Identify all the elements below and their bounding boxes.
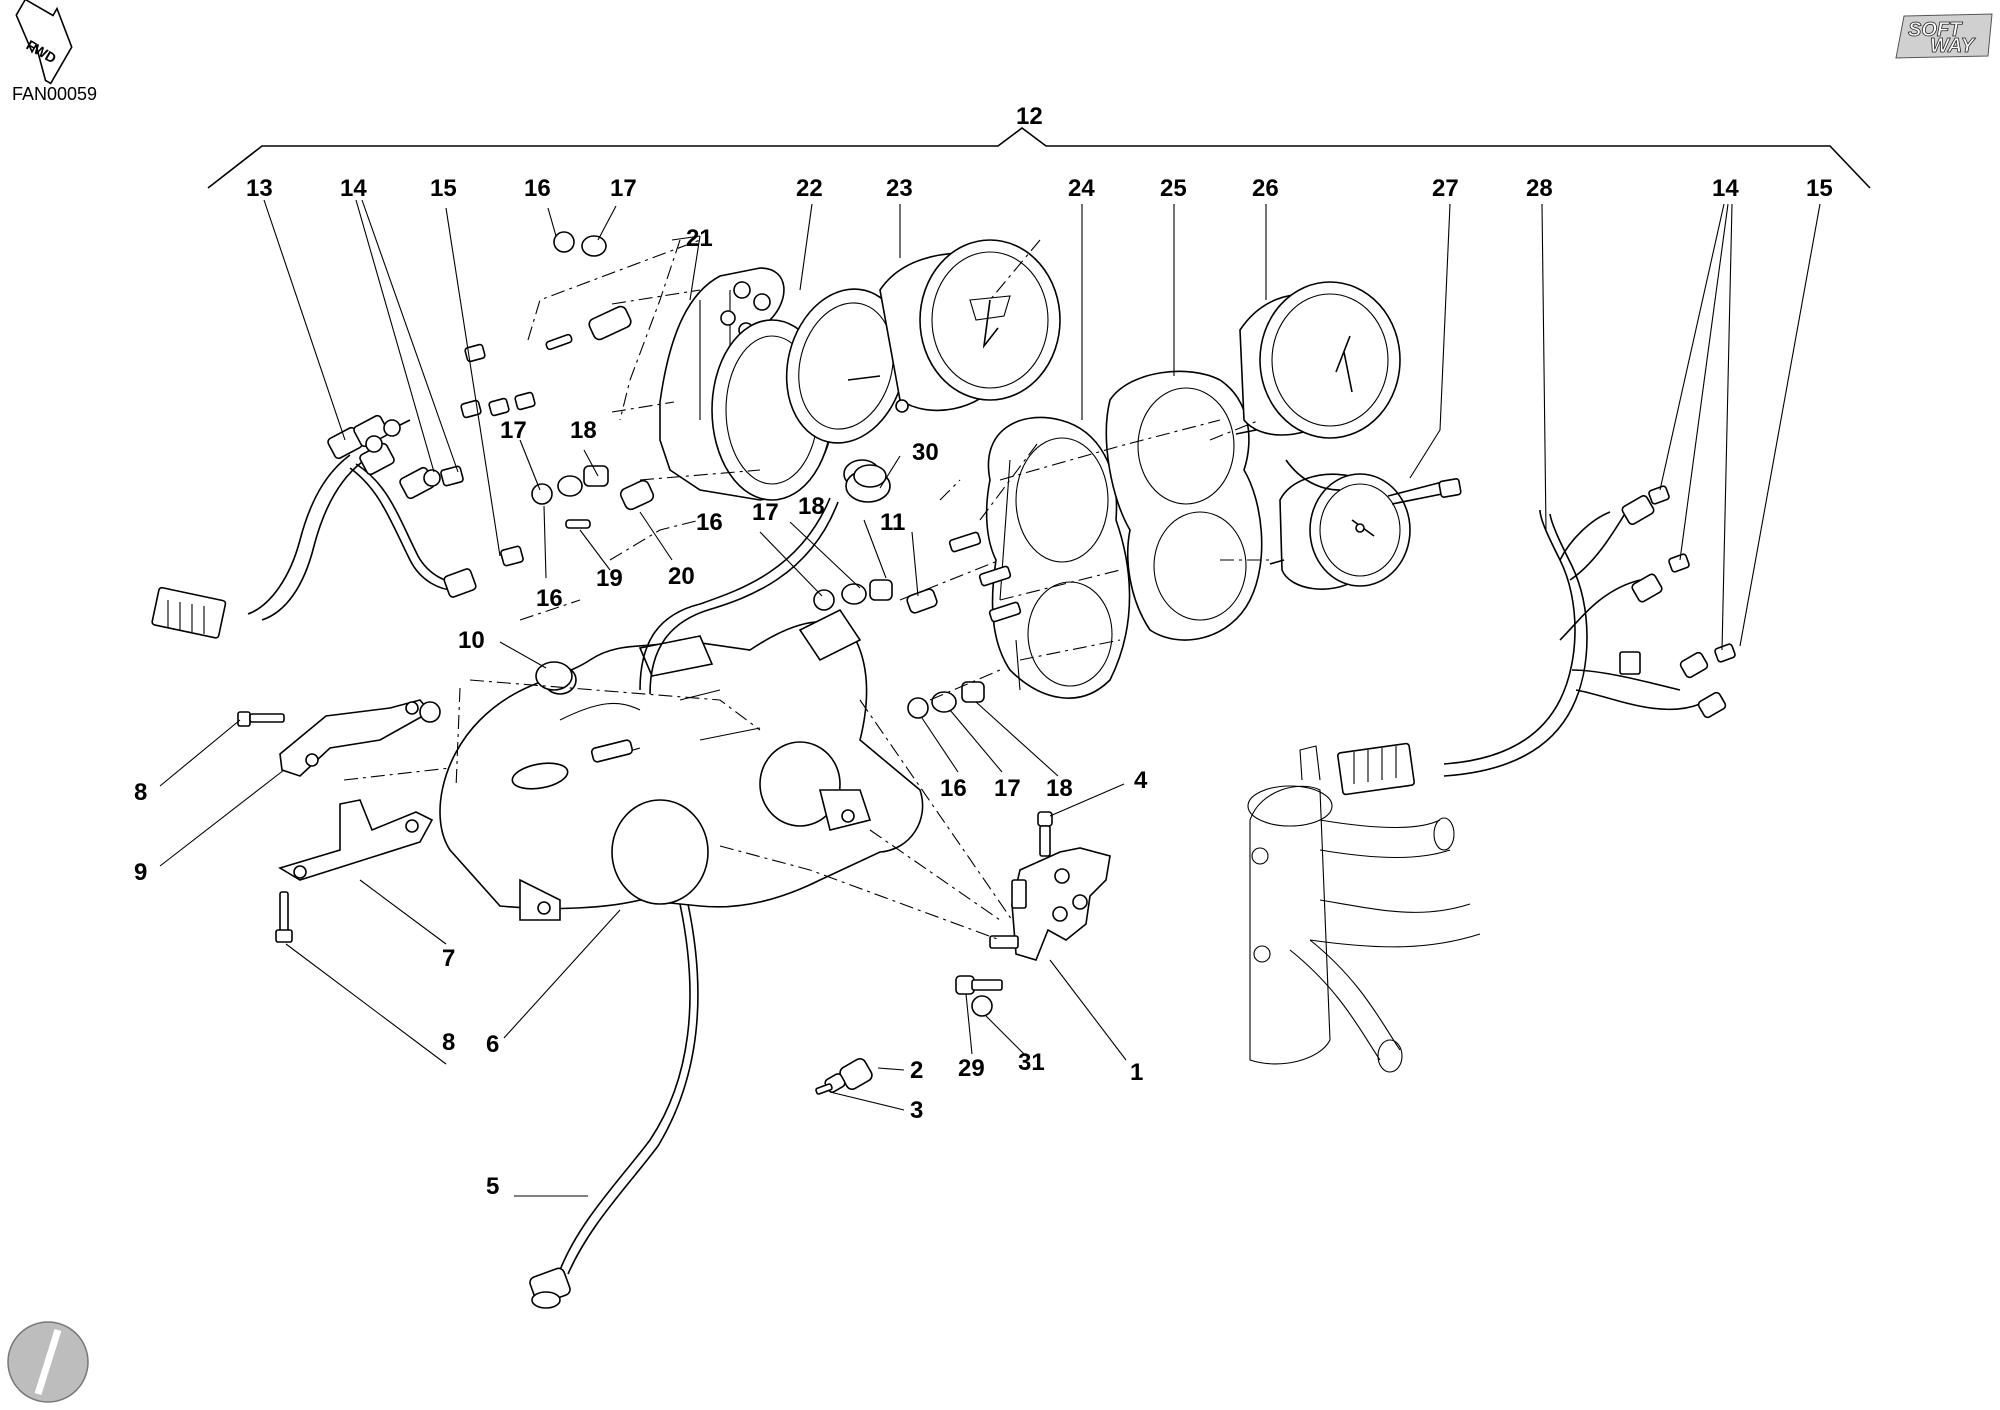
speedometer-gauge <box>847 239 1061 413</box>
drawing-code: FAN00059 <box>12 84 98 104</box>
callout-15-left: 15 <box>430 175 457 202</box>
right-wiring-harness <box>1337 495 1727 796</box>
corner-disc-icon <box>7 1321 89 1403</box>
center-fasteners <box>813 531 1022 719</box>
callout-3: 3 <box>910 1097 923 1124</box>
sensor-screw-3 <box>815 1083 833 1095</box>
instrument-console <box>439 608 924 921</box>
callout-7: 7 <box>442 945 455 972</box>
callout-17-left: 17 <box>500 417 527 444</box>
callout-17-right: 17 <box>994 775 1021 802</box>
left-fasteners <box>531 231 655 529</box>
callout-8-top: 8 <box>134 779 147 806</box>
o-ring <box>853 464 887 488</box>
callout-11: 11 <box>880 509 905 536</box>
callout-18-left: 18 <box>570 417 597 444</box>
assembly-lines <box>343 239 1270 941</box>
callout-4: 4 <box>1134 767 1148 794</box>
callout-16-mid: 16 <box>696 509 723 536</box>
callout-15-right: 15 <box>1806 175 1833 202</box>
frame-head-tube <box>1247 745 1481 1073</box>
callout-21: 21 <box>686 225 713 252</box>
callout-22: 22 <box>796 175 823 202</box>
callout-28: 28 <box>1526 175 1553 202</box>
assembly-bracket <box>207 127 1871 189</box>
callout-24: 24 <box>1068 175 1095 202</box>
callout-16-left: 16 <box>536 585 563 612</box>
callout-20: 20 <box>668 563 695 590</box>
temperature-gauge <box>1269 459 1462 590</box>
logo-line2: WAY <box>1930 35 1976 57</box>
callout-16-right: 16 <box>940 775 967 802</box>
callout-6: 6 <box>486 1031 499 1058</box>
lower-bracket <box>278 799 434 881</box>
bracket-screw-4 <box>1037 811 1053 857</box>
callout-18-right: 18 <box>1046 775 1073 802</box>
logo-line1: SOFT <box>1908 19 1963 41</box>
callout-12: 12 <box>1016 103 1043 130</box>
callout-19: 19 <box>596 565 623 592</box>
gauge-gasket <box>1105 370 1263 641</box>
sensor-bracket <box>989 847 1111 961</box>
callout-16-top: 16 <box>524 175 551 202</box>
callout-2: 2 <box>910 1057 923 1084</box>
left-wiring-harness <box>151 414 477 639</box>
callout-30: 30 <box>912 439 939 466</box>
left-gauge-bezel <box>785 288 907 444</box>
bracket-nut-31 <box>971 995 993 1017</box>
callout-10: 10 <box>458 627 485 654</box>
tachometer-gauge <box>1235 281 1401 439</box>
callout-9: 9 <box>134 859 147 886</box>
callout-23: 23 <box>886 175 913 202</box>
callout-8-bottom: 8 <box>442 1029 455 1056</box>
connector-terminals-right <box>1648 485 1736 663</box>
callout-17-mid: 17 <box>752 499 779 526</box>
callout-26: 26 <box>1252 175 1279 202</box>
callout-27: 27 <box>1432 175 1459 202</box>
callout-29: 29 <box>958 1055 985 1082</box>
callout-1: 1 <box>1130 1059 1143 1086</box>
screw-top <box>237 711 285 727</box>
callout-14-right: 14 <box>1712 175 1739 202</box>
callout-5: 5 <box>486 1173 499 1200</box>
upper-bracket <box>279 699 441 777</box>
callout-17-top: 17 <box>610 175 637 202</box>
forward-arrow-icon: FWD <box>15 0 73 85</box>
callout-25: 25 <box>1160 175 1187 202</box>
callout-31: 31 <box>1018 1049 1045 1076</box>
screw-bottom <box>275 891 293 943</box>
bracket-screw-29 <box>955 975 1003 995</box>
callout-14-left: 14 <box>340 175 367 202</box>
callout-13: 13 <box>246 175 273 202</box>
leader-lines <box>159 199 1821 1197</box>
connector-terminals-left <box>440 343 536 567</box>
softway-logo: SOFT WAY <box>1895 13 1993 59</box>
callout-18-mid: 18 <box>798 493 825 520</box>
rubber-bushing <box>535 661 573 691</box>
